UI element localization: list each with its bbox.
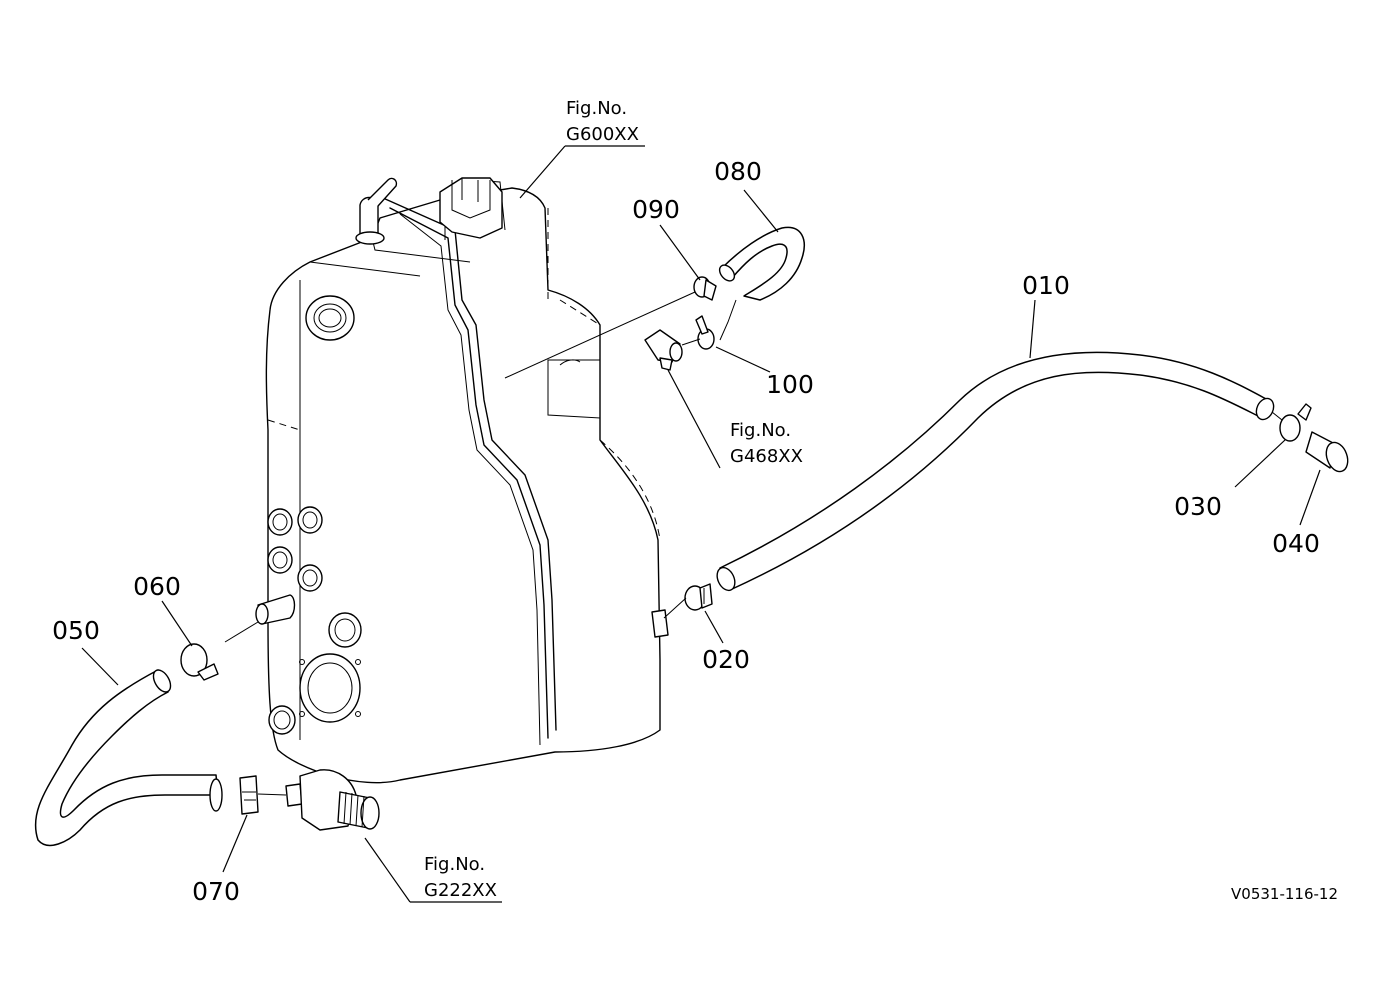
- clamp-020: [684, 583, 713, 611]
- hose-050: [34, 669, 223, 847]
- fig-ref-code: G468XX: [730, 446, 803, 467]
- fig-ref-prefix: Fig.No.: [424, 854, 485, 875]
- label-050: 050: [52, 616, 100, 645]
- drawing-id: V0531-116-12: [1231, 885, 1338, 903]
- fig-ref-prefix: Fig.No.: [730, 420, 791, 441]
- part-number-labels: 010 020 030 040 050 060 070 080 090 100: [52, 157, 1320, 906]
- label-100: 100: [766, 370, 814, 399]
- plug-040: [1305, 431, 1349, 473]
- tank: [255, 177, 669, 784]
- label-090: 090: [632, 195, 680, 224]
- hose-080: [718, 226, 805, 301]
- label-060: 060: [133, 572, 181, 601]
- fig-ref-code: G222XX: [424, 880, 497, 901]
- fig-ref-code: G600XX: [566, 124, 639, 145]
- hose-010: [716, 351, 1275, 592]
- elbow-fitting-g222: [285, 769, 380, 831]
- figure-reference-g600: Fig.No. G600XX: [566, 98, 639, 145]
- figure-reference-g468: Fig.No. G468XX: [730, 420, 803, 467]
- label-040: 040: [1272, 529, 1320, 558]
- clamp-090: [693, 276, 717, 301]
- figure-reference-g222: Fig.No. G222XX: [424, 854, 497, 901]
- elbow-fitting-g468: [644, 329, 683, 371]
- clamp-060: [180, 643, 219, 681]
- clamp-070: [239, 775, 259, 815]
- leader-lines: [81, 145, 1321, 903]
- port-bosses: [267, 506, 362, 735]
- label-070: 070: [192, 877, 240, 906]
- label-030: 030: [1174, 492, 1222, 521]
- fig-ref-prefix: Fig.No.: [566, 98, 627, 119]
- label-080: 080: [714, 157, 762, 186]
- label-010: 010: [1022, 271, 1070, 300]
- clamp-030: [1279, 403, 1312, 442]
- clamp-100: [695, 315, 715, 350]
- label-020: 020: [702, 645, 750, 674]
